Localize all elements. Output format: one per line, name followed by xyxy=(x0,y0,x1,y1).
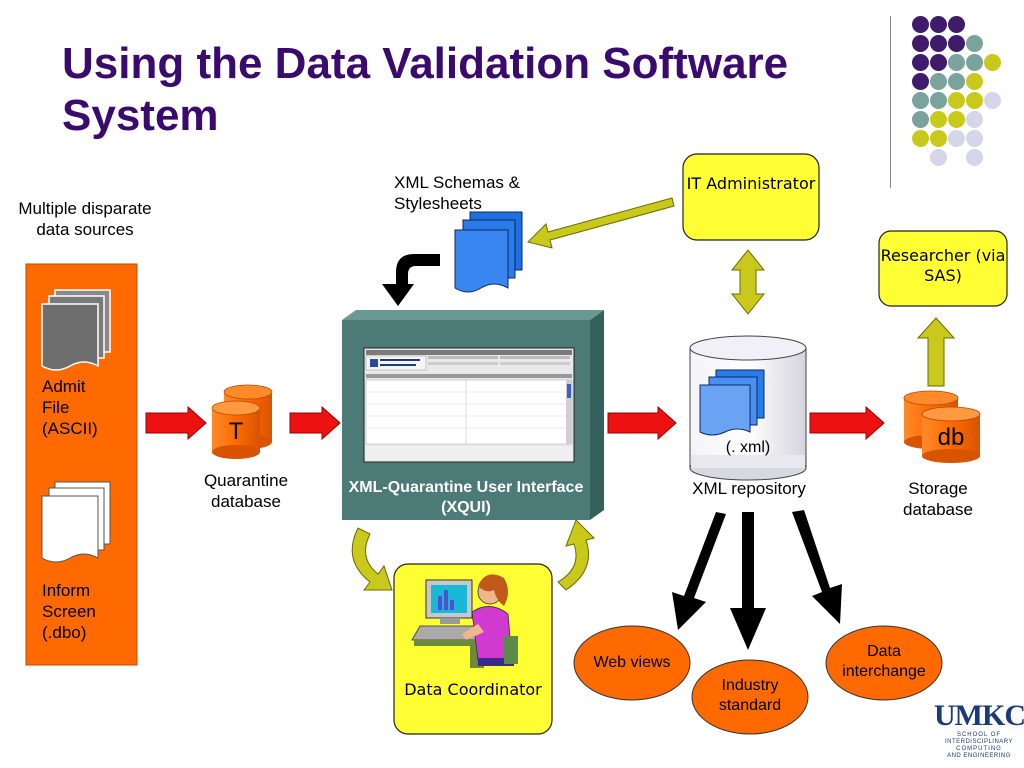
web-views-label: Web views xyxy=(593,654,671,671)
umkc-logo-sub1: SCHOOL OF xyxy=(956,732,1002,738)
red-arrow-sources-to-quarantine xyxy=(145,405,207,441)
it-administrator-box xyxy=(682,153,820,241)
data-interchange-label: Data interchange xyxy=(842,643,926,680)
it-admin-to-schemas-arrow xyxy=(527,197,675,249)
xqui-screenshot xyxy=(363,347,575,463)
xml-repo-label: XML repository xyxy=(692,479,806,498)
industry-standard-label: Industry standard xyxy=(718,677,782,714)
umkc-logo: UMKC SCHOOL OF INTERDISCIPLINARY COMPUTI… xyxy=(934,700,1024,768)
repository-output-arrows xyxy=(672,510,842,650)
arrow-to-industry-standard xyxy=(730,512,766,650)
quarantine-db-label: Quarantine database xyxy=(203,471,289,511)
quarantine-db-letter: T xyxy=(228,418,244,445)
xml-repo-inner-label: (. xml) xyxy=(725,439,771,456)
researcher-box xyxy=(878,230,1008,307)
red-arrow-repository-to-storage xyxy=(809,405,885,441)
xml-schemas-document-stack xyxy=(454,211,523,293)
arrow-to-data-interchange xyxy=(792,510,842,624)
page-title: Using the Data Validation Software Syste… xyxy=(62,39,789,140)
web-views-ellipse xyxy=(573,625,691,701)
umkc-logo-sub3: COMPUTING xyxy=(956,746,1002,752)
inform-screen-label: Inform Screen (.dbo) xyxy=(42,581,96,642)
red-arrow-quarantine-to-xqui xyxy=(289,405,341,441)
xqui-label: XML-Quarantine User Interface (XQUI) xyxy=(348,479,584,516)
it-admin-label: IT Administrator xyxy=(686,174,816,193)
data-interchange-ellipse xyxy=(825,625,943,701)
it-admin-repository-double-arrow xyxy=(730,249,766,315)
quarantine-database-icon xyxy=(211,384,273,459)
arrow-to-web-views xyxy=(672,512,726,630)
red-arrow-xqui-to-repository xyxy=(607,405,677,441)
storage-db-letter: db xyxy=(937,424,965,451)
storage-to-researcher-arrow xyxy=(916,317,956,387)
umkc-logo-sub4: AND ENGINEERING xyxy=(947,753,1011,759)
storage-database-icon xyxy=(903,390,981,463)
xml-repository-cylinder xyxy=(689,335,807,481)
admit-file-stack xyxy=(41,289,111,371)
admit-file-label: Admit File (ASCII) xyxy=(42,377,98,438)
coordinator-to-xqui-arrow xyxy=(557,519,595,591)
researcher-label: Researcher (via SAS) xyxy=(880,246,1006,285)
computer-user-icon xyxy=(411,574,518,668)
schemas-to-xqui-arrow xyxy=(382,254,440,306)
xqui-box xyxy=(342,310,604,520)
xqui-to-coordinator-arrow xyxy=(351,527,393,591)
umkc-logo-sub2: INTERDISCIPLINARY xyxy=(944,739,1014,745)
data-coordinator-label: Data Coordinator xyxy=(404,680,542,699)
inform-screen-stack xyxy=(41,481,111,563)
red-arrows xyxy=(145,405,885,441)
sources-panel xyxy=(25,263,138,666)
industry-standard-ellipse xyxy=(691,659,809,735)
umkc-logo-name: UMKC xyxy=(934,699,1024,732)
sources-label: Multiple disparate data sources xyxy=(18,199,152,239)
schemas-label: XML Schemas & Stylesheets xyxy=(394,173,520,213)
storage-db-label: Storage database xyxy=(903,479,973,519)
